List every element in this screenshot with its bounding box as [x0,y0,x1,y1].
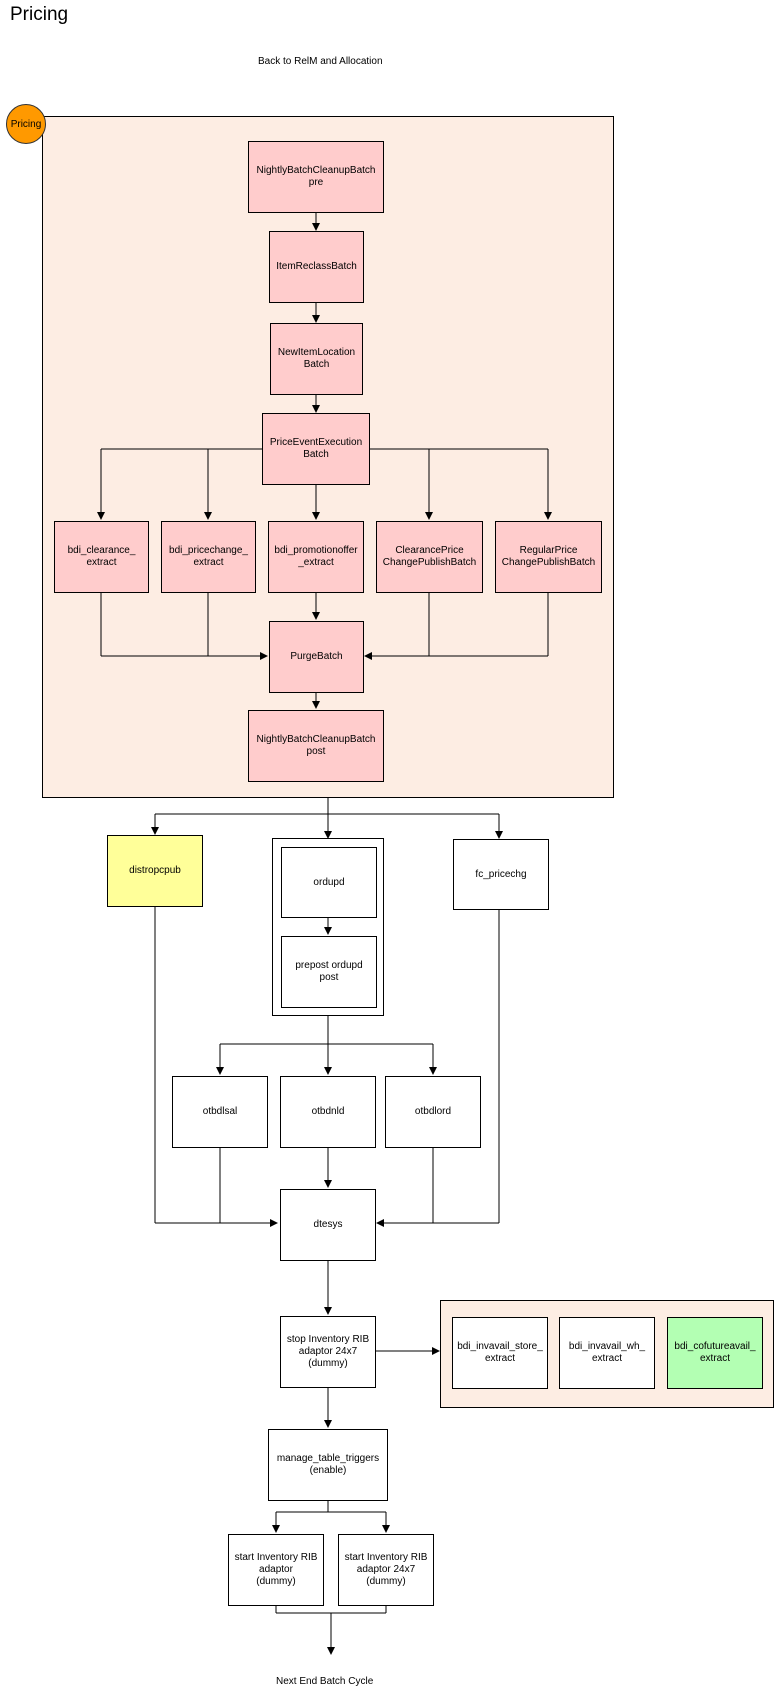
node-ordupd[interactable]: ordupd [281,847,377,918]
node-nightly-cleanup-pre[interactable]: NightlyBatchCleanupBatch pre [248,141,384,213]
node-bdi-invavail-store-extract[interactable]: bdi_invavail_store_ extract [452,1317,548,1389]
node-regular-price-publish[interactable]: RegularPrice ChangePublishBatch [495,521,602,593]
page-title: Pricing [10,4,69,25]
node-price-event-execution[interactable]: PriceEventExecution Batch [262,413,370,485]
node-bdi-promotionoffer-extract[interactable]: bdi_promotionoffer _extract [268,521,364,593]
node-item-reclass[interactable]: ItemReclassBatch [269,231,364,303]
node-clearance-price-publish[interactable]: ClearancePrice ChangePublishBatch [376,521,483,593]
pricing-badge[interactable]: Pricing [6,104,46,144]
node-distropcpub[interactable]: distropcpub [107,835,203,907]
node-otbdlord[interactable]: otbdlord [385,1076,481,1148]
node-purge-batch[interactable]: PurgeBatch [269,621,364,693]
node-fc-pricechg[interactable]: fc_pricechg [453,839,549,910]
node-prepost-ordupd-post[interactable]: prepost ordupd post [281,936,377,1008]
next-end-batch-cycle-label: Next End Batch Cycle [276,1676,374,1687]
node-otbdnld[interactable]: otbdnld [280,1076,376,1148]
node-bdi-invavail-wh-extract[interactable]: bdi_invavail_wh_ extract [559,1317,655,1389]
node-new-item-location[interactable]: NewItemLocation Batch [270,323,363,395]
node-stop-inventory-rib[interactable]: stop Inventory RIB adaptor 24x7 (dummy) [280,1316,376,1388]
node-start-inventory-rib[interactable]: start Inventory RIB adaptor (dummy) [228,1534,324,1606]
node-manage-table-triggers[interactable]: manage_table_triggers (enable) [268,1429,388,1501]
node-bdi-cofutureavail-extract[interactable]: bdi_cofutureavail_ extract [667,1317,763,1389]
node-start-inventory-rib-24x7[interactable]: start Inventory RIB adaptor 24x7 (dummy) [338,1534,434,1606]
node-nightly-cleanup-post[interactable]: NightlyBatchCleanupBatch post [248,710,384,782]
node-bdi-pricechange-extract[interactable]: bdi_pricechange_ extract [161,521,256,593]
node-otbdlsal[interactable]: otbdlsal [172,1076,268,1148]
node-dtesys[interactable]: dtesys [280,1189,376,1261]
back-link[interactable]: Back to RelM and Allocation [258,56,383,67]
node-bdi-clearance-extract[interactable]: bdi_clearance_ extract [54,521,149,593]
